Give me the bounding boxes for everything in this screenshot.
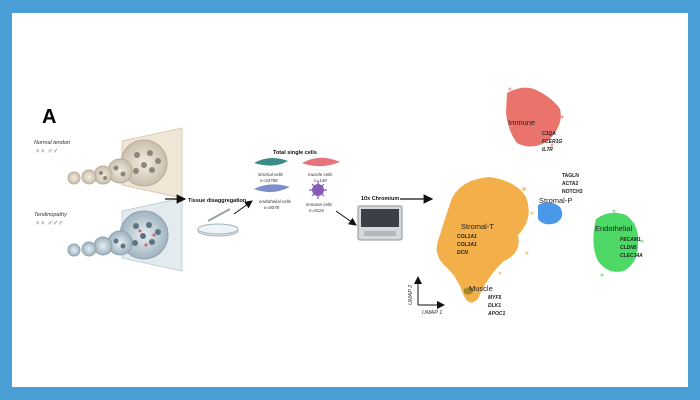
muscle-cluster: [464, 287, 474, 295]
immune-gene-2: FCER1G: [542, 139, 562, 145]
immune-cell-icon: [309, 181, 327, 199]
umap-plot: [436, 87, 644, 303]
tendinopathy-sex-symbols: ♀♀ ♂♂♂: [35, 220, 63, 227]
immune-gene-1: C1QA: [542, 131, 556, 137]
normal-tendon-illustration: [67, 127, 183, 199]
figure-panel: A Normal tendon ♀♀ ♂♂ Tendinopathy ♀♀ ♂♂…: [12, 13, 688, 387]
umap2-axis-label: UMAP 2: [408, 285, 414, 305]
stromal-p-cluster: [538, 202, 563, 225]
umap1-axis-label: UMAP 1: [422, 310, 442, 316]
tendinopathy-label: Tendinopathy: [34, 212, 68, 218]
muscle-cells-count: n=149: [314, 178, 327, 183]
arrow-to-cells: [233, 200, 253, 215]
immune-cells-name: immune cells: [306, 202, 333, 207]
tendinopathy-illustration: [67, 197, 183, 272]
stromal-t-gene-2: COL3A1: [457, 242, 477, 248]
chromium-label: 10x Chromium: [361, 196, 399, 202]
muscle-cell-icon: [302, 157, 340, 167]
tissue-disaggregation-label: Tissue disaggregation: [188, 198, 247, 204]
stromal-p-gene-2: ACTA2: [562, 181, 579, 187]
endothelial-cells-count: n=8078: [264, 205, 280, 210]
panel-label: A: [42, 106, 56, 128]
stromal-p-gene-3: NOTCH3: [562, 189, 583, 195]
stromal-t-gene-1: COL1A1: [457, 234, 477, 240]
immune-scatter-edge: [508, 87, 564, 147]
endothelial-cell-icon: [254, 184, 290, 193]
normal-sex-symbols: ♀♀ ♂♂: [35, 148, 58, 155]
stromal-t-scatter-edge: [436, 187, 534, 275]
stromal-p-gene-1: TAGLN: [562, 173, 579, 179]
endothelial-gene-3: CLEC14A: [620, 253, 643, 259]
endothelial-cells-name: endothelial cells: [259, 199, 292, 204]
stromal-cells-count: n=53788: [260, 178, 278, 183]
muscle-gene-1: MYF5: [488, 295, 502, 301]
stromal-t-cluster: [436, 177, 529, 303]
immune-cells-count: n=9115: [309, 208, 324, 213]
total-single-cells-label: Total single cells: [273, 150, 317, 156]
immune-gene-3: IL7R: [542, 147, 553, 153]
endothelial-gene-2: CLDN5: [620, 245, 637, 251]
muscle-gene-3: APOC1: [487, 311, 505, 317]
figure-svg: A Normal tendon ♀♀ ♂♂ Tendinopathy ♀♀ ♂♂…: [34, 87, 644, 317]
muscle-gene-2: DLK1: [488, 303, 501, 309]
endothelial-gene-1: PECAM1: [620, 237, 641, 243]
stromal-cells-name: stromal cells: [258, 172, 284, 177]
muscle-cluster-label: Muscle: [469, 284, 493, 293]
endothelial-cluster: [593, 212, 639, 272]
arrow-to-chromium: [335, 210, 357, 226]
immune-cluster-label: Immune: [508, 118, 535, 127]
muscle-cells-name: muscle cells: [308, 172, 333, 177]
immune-cluster: [506, 87, 561, 147]
endothelial-cluster-label: Endothelial: [595, 224, 632, 233]
stromal-t-cluster-label: Stromal-T: [461, 222, 494, 231]
chromium-device-icon: [357, 205, 403, 241]
endothelial-scatter-edge: [600, 209, 644, 277]
stromal-p-cluster-label: Stromal-P: [539, 196, 572, 205]
normal-tendon-label: Normal tendon: [34, 140, 70, 146]
stromal-cell-icon: [254, 157, 288, 166]
petri-dish-illustration: [197, 208, 239, 237]
stromal-t-gene-3: DCN: [457, 250, 468, 256]
umap-axes: [414, 276, 445, 309]
